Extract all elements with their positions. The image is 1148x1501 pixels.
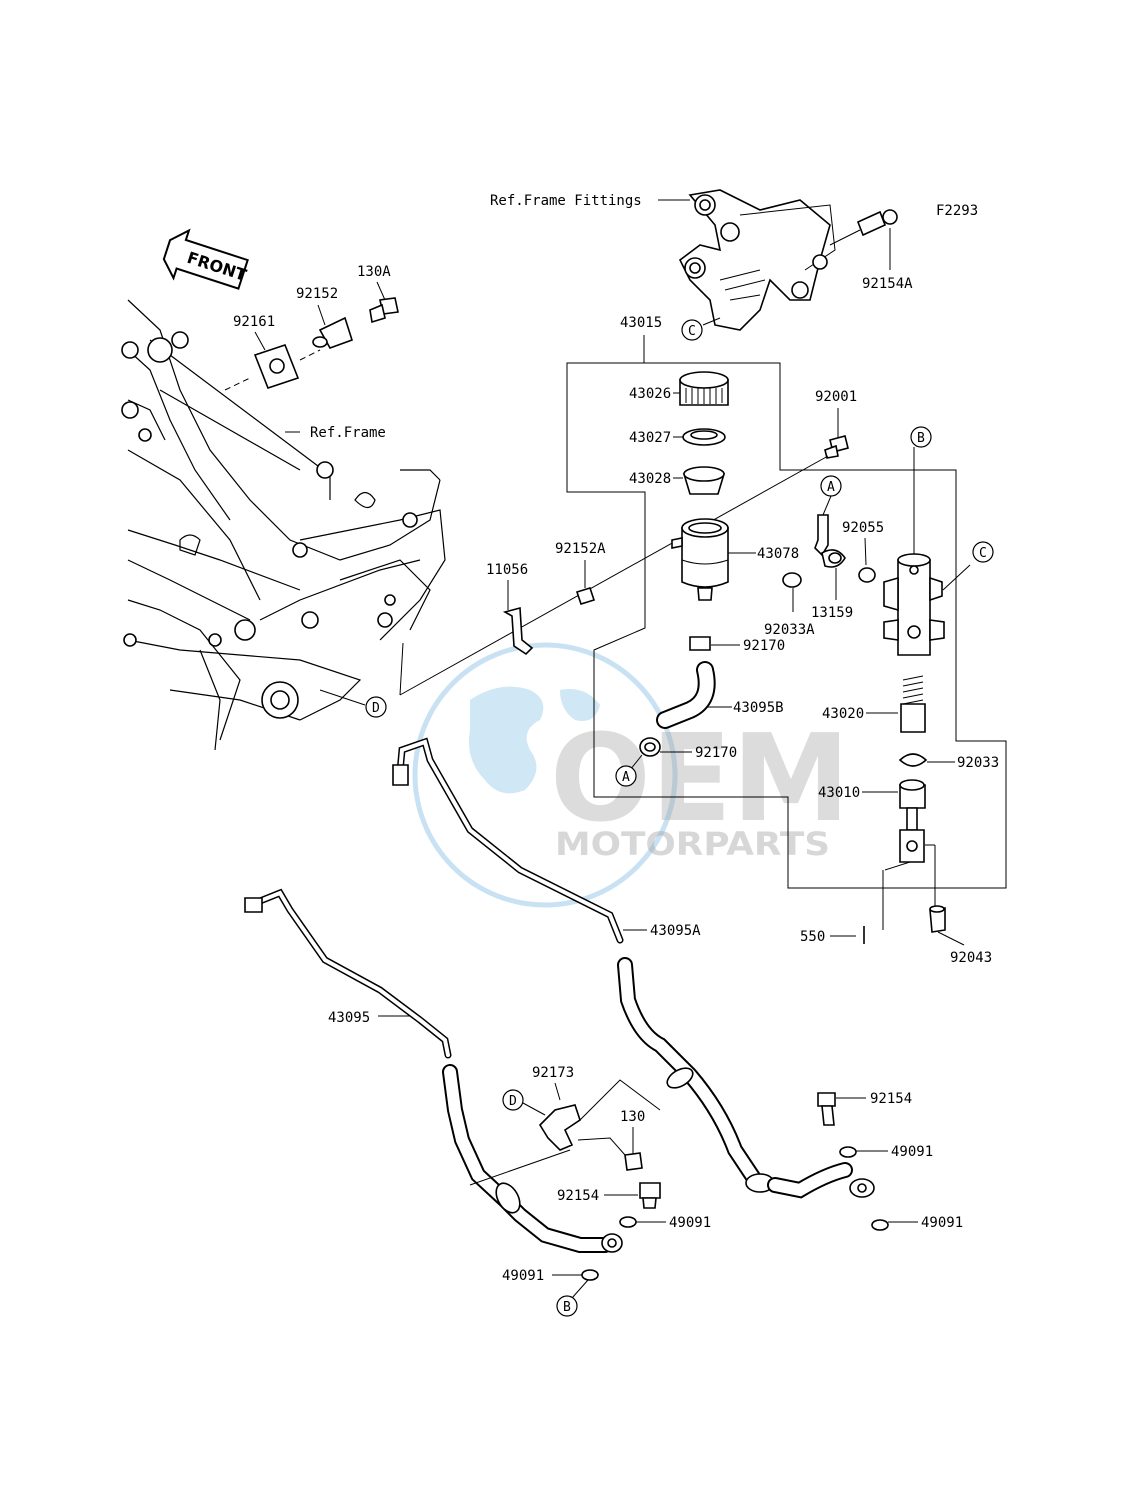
callout-b-top [910, 426, 932, 448]
part-label-49091-left-upper: 49091 [669, 1215, 711, 1231]
part-label-49091-right-upper: 49091 [891, 1144, 933, 1160]
part-label-49091-left-lower: 49091 [502, 1268, 544, 1284]
part-label-92033A: 92033A [764, 622, 815, 638]
part-label-49091-right-lower: 49091 [921, 1215, 963, 1231]
part-label-92173: 92173 [532, 1065, 574, 1081]
ref-frame-label: Ref.Frame [310, 425, 386, 441]
callout-c-right-label: C [979, 546, 987, 561]
part-label-13159: 13159 [811, 605, 853, 621]
part-label-92161: 92161 [233, 314, 275, 330]
watermark-globe [412, 642, 678, 908]
frame-assembly: Ref.Frame [121, 299, 446, 751]
callout-b-bottom [556, 1295, 578, 1317]
part-label-550: 550 [800, 929, 825, 945]
part-label-43095A: 43095A [650, 923, 701, 939]
part-label-92154A: 92154A [862, 276, 913, 292]
callout-c-top-label: C [688, 324, 696, 339]
callout-c-right [972, 541, 994, 563]
callout-a-top-label: A [827, 480, 835, 495]
frame-fittings-bracket: Ref.Frame Fittings [490, 189, 898, 331]
watermark: OEM MOTORPARTS [412, 642, 850, 908]
ref-frame-fittings-label: Ref.Frame Fittings [490, 193, 642, 209]
front-arrow: FRONT [162, 228, 249, 290]
callout-a-mid [615, 765, 637, 787]
part-label-11056: 11056 [486, 562, 528, 578]
watermark-brand: OEM [550, 710, 850, 849]
part-label-92154-left: 92154 [557, 1188, 599, 1204]
part-label-43028: 43028 [629, 471, 671, 487]
part-label-43095: 43095 [328, 1010, 370, 1026]
diagram-code: F2293 [936, 203, 978, 219]
front-arrow-icon [162, 228, 249, 290]
watermark-continents [469, 686, 600, 794]
part-label-92170-upper: 92170 [743, 638, 785, 654]
part-label-92033: 92033 [957, 755, 999, 771]
part-label-92043: 92043 [950, 950, 992, 966]
callout-d-frame [365, 696, 387, 718]
watermark-subtitle: MOTORPARTS [555, 825, 830, 863]
part-label-43026: 43026 [629, 386, 671, 402]
part-label-92055: 92055 [842, 520, 884, 536]
callout-b-top-label: B [917, 431, 925, 446]
part-label-92154-right: 92154 [870, 1091, 912, 1107]
callout-b-bottom-label: B [563, 1300, 571, 1315]
part-label-130A: 130A [357, 264, 391, 280]
part-label-92152: 92152 [296, 286, 338, 302]
part-label-92001: 92001 [815, 389, 857, 405]
callout-a-mid-label: A [622, 770, 630, 785]
callout-d-bracket-label: D [509, 1094, 517, 1109]
callout-d-bracket [502, 1089, 524, 1111]
part-label-92170-lower: 92170 [695, 745, 737, 761]
part-label-43015: 43015 [620, 315, 662, 331]
part-label-130: 130 [620, 1109, 645, 1125]
part-label-43095B: 43095B [733, 700, 784, 716]
part-label-43027: 43027 [629, 430, 671, 446]
part-label-43078: 43078 [757, 546, 799, 562]
part-label-92152A: 92152A [555, 541, 606, 557]
callout-d-frame-label: D [372, 701, 380, 716]
callout-c-top [681, 319, 703, 341]
part-label-43020: 43020 [822, 706, 864, 722]
part-label-43010: 43010 [818, 785, 860, 801]
